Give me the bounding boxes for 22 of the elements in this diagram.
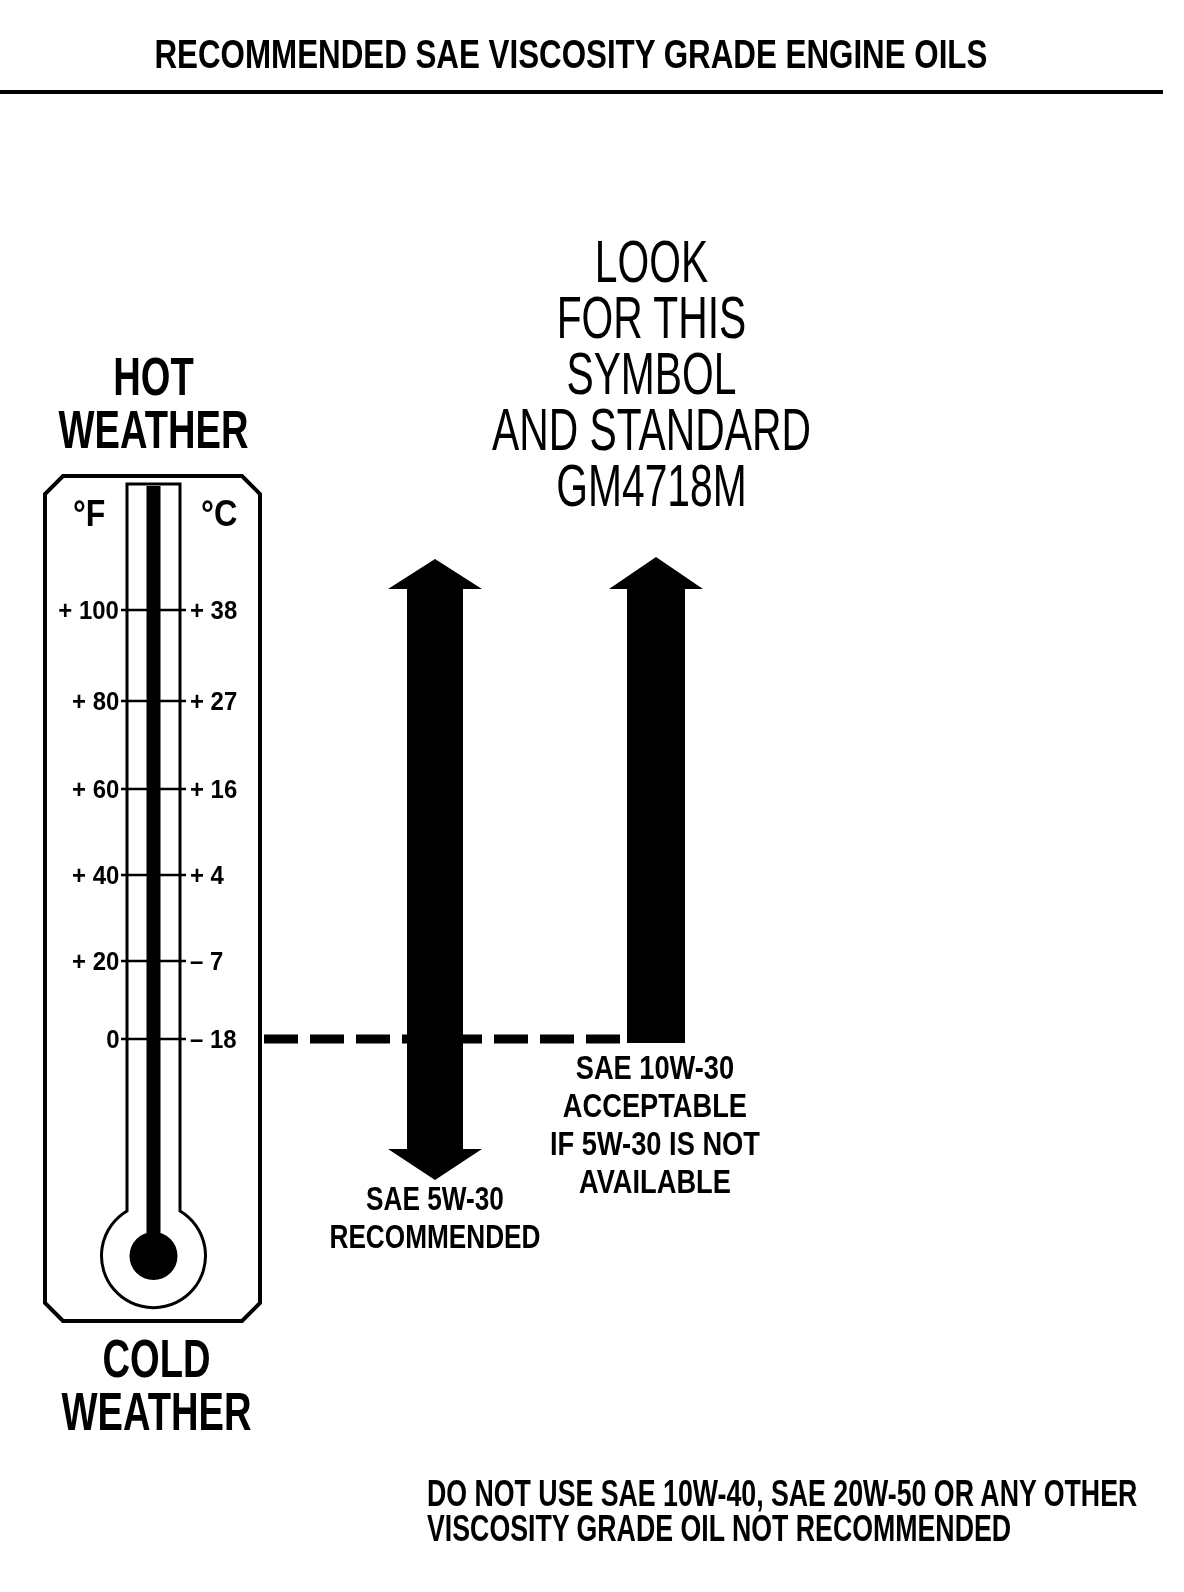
scale-value: + 16 <box>190 774 238 804</box>
thermometer-case <box>43 474 262 1323</box>
scale-value: + 40 <box>72 860 120 890</box>
scale-value: + 20 <box>72 946 120 976</box>
unit-label: °C <box>201 494 238 534</box>
scale-value: + 60 <box>72 774 120 804</box>
arrow-caption: SAE 10W-30 ACCEPTABLE IF 5W-30 IS NOT AVAILABLE <box>550 1048 760 1200</box>
scale-value: + 38 <box>190 595 238 625</box>
scale-end-label: COLD WEATHER <box>61 1331 251 1438</box>
scale-value: – 7 <box>190 946 224 976</box>
instruction-text: LOOK FOR THIS SYMBOL AND STANDARD GM4718M <box>491 234 811 514</box>
scale-value: 0 <box>106 1024 120 1054</box>
scale-value: + 100 <box>58 595 119 625</box>
unit-label: °F <box>73 494 106 534</box>
arrow-caption: SAE 5W-30 RECOMMENDED <box>329 1179 541 1255</box>
title: RECOMMENDED SAE VISCOSITY GRADE ENGINE OILS <box>154 32 988 76</box>
scale-value: + 80 <box>72 686 120 716</box>
scale-value: – 18 <box>190 1024 237 1054</box>
warning-note: DO NOT USE SAE 10W-40, SAE 20W-50 OR ANY OTHER VISCOSITY GRADE OIL NOT RECOMMENDED <box>427 1475 1138 1546</box>
scale-end-label: HOT WEATHER <box>58 349 248 456</box>
scale-value: + 27 <box>190 686 238 716</box>
scale-value: + 4 <box>190 860 224 890</box>
